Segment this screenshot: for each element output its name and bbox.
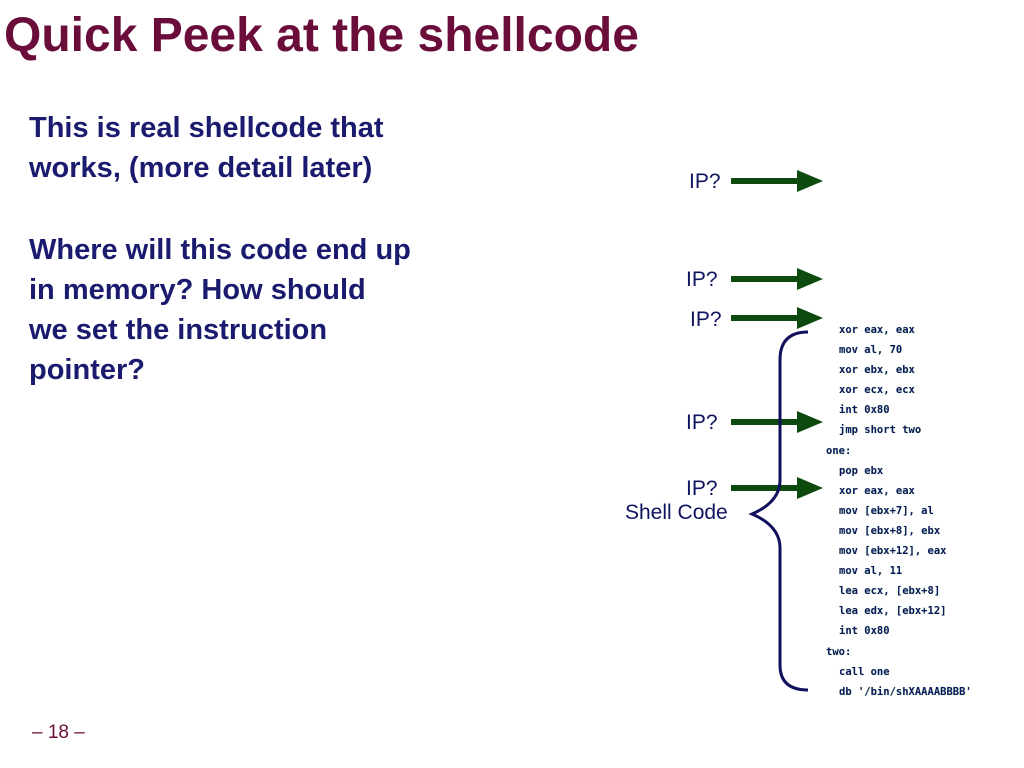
ip-arrow-head — [797, 477, 823, 499]
code-label: two: — [826, 645, 852, 658]
code-line: call one — [839, 665, 890, 678]
text-line: Where will this code end up — [29, 234, 411, 266]
shellcode-listing: xor eax, eax mov al, 70 xor ebx, ebx xor ec… — [826, 320, 972, 702]
text-line: pointer? — [29, 354, 145, 386]
code-line: int 0x80 — [839, 404, 890, 417]
ip-arrow-head — [797, 307, 823, 329]
paragraph-memory-question: Where will this code end up in memory? H… — [29, 230, 499, 390]
code-line: mov [ebx+12], eax — [839, 545, 947, 558]
text-line: in memory? How should — [29, 274, 366, 306]
code-line: mov al, 70 — [839, 344, 903, 357]
code-label: one: — [826, 444, 852, 457]
ip-arrow-head — [797, 170, 823, 192]
shell-code-label: Shell Code — [625, 501, 728, 524]
ip-label-3: IP? — [690, 308, 722, 331]
code-line: xor ebx, ebx — [839, 364, 915, 377]
text-line: we set the instruction — [29, 314, 328, 346]
ip-label-5: IP? — [686, 477, 718, 500]
code-line: jmp short two — [839, 424, 922, 437]
slide-title: Quick Peek at the shellcode — [4, 9, 639, 62]
code-line: xor eax, eax — [839, 484, 915, 497]
code-line: mov [ebx+7], al — [839, 504, 934, 517]
text-line: This is real shellcode that — [29, 112, 384, 144]
paragraph-shellcode-intro: This is real shellcode that works, (more… — [29, 108, 499, 188]
code-line: mov [ebx+8], ebx — [839, 524, 941, 537]
ip-label-2: IP? — [686, 268, 718, 291]
code-line: mov al, 11 — [839, 565, 903, 578]
code-brace — [748, 330, 809, 692]
code-line: xor eax, eax — [839, 324, 915, 336]
code-line: lea ecx, [ebx+8] — [839, 585, 941, 598]
code-line: db '/bin/shXAAAABBBB' — [839, 685, 972, 698]
code-line: pop ebx — [839, 464, 884, 477]
ip-arrow-head — [797, 268, 823, 290]
ip-label-4: IP? — [686, 411, 718, 434]
code-line: xor ecx, ecx — [839, 384, 915, 397]
text-line: works, (more detail later) — [29, 152, 373, 184]
ip-arrows — [731, 170, 823, 499]
code-line: int 0x80 — [839, 625, 890, 638]
ip-label-1: IP? — [689, 170, 721, 193]
slide-body: This is real shellcode that works, (more… — [29, 108, 499, 390]
ip-arrow-head — [797, 411, 823, 433]
code-line: lea edx, [ebx+12] — [839, 605, 947, 618]
page-number: – 18 – — [32, 722, 85, 743]
